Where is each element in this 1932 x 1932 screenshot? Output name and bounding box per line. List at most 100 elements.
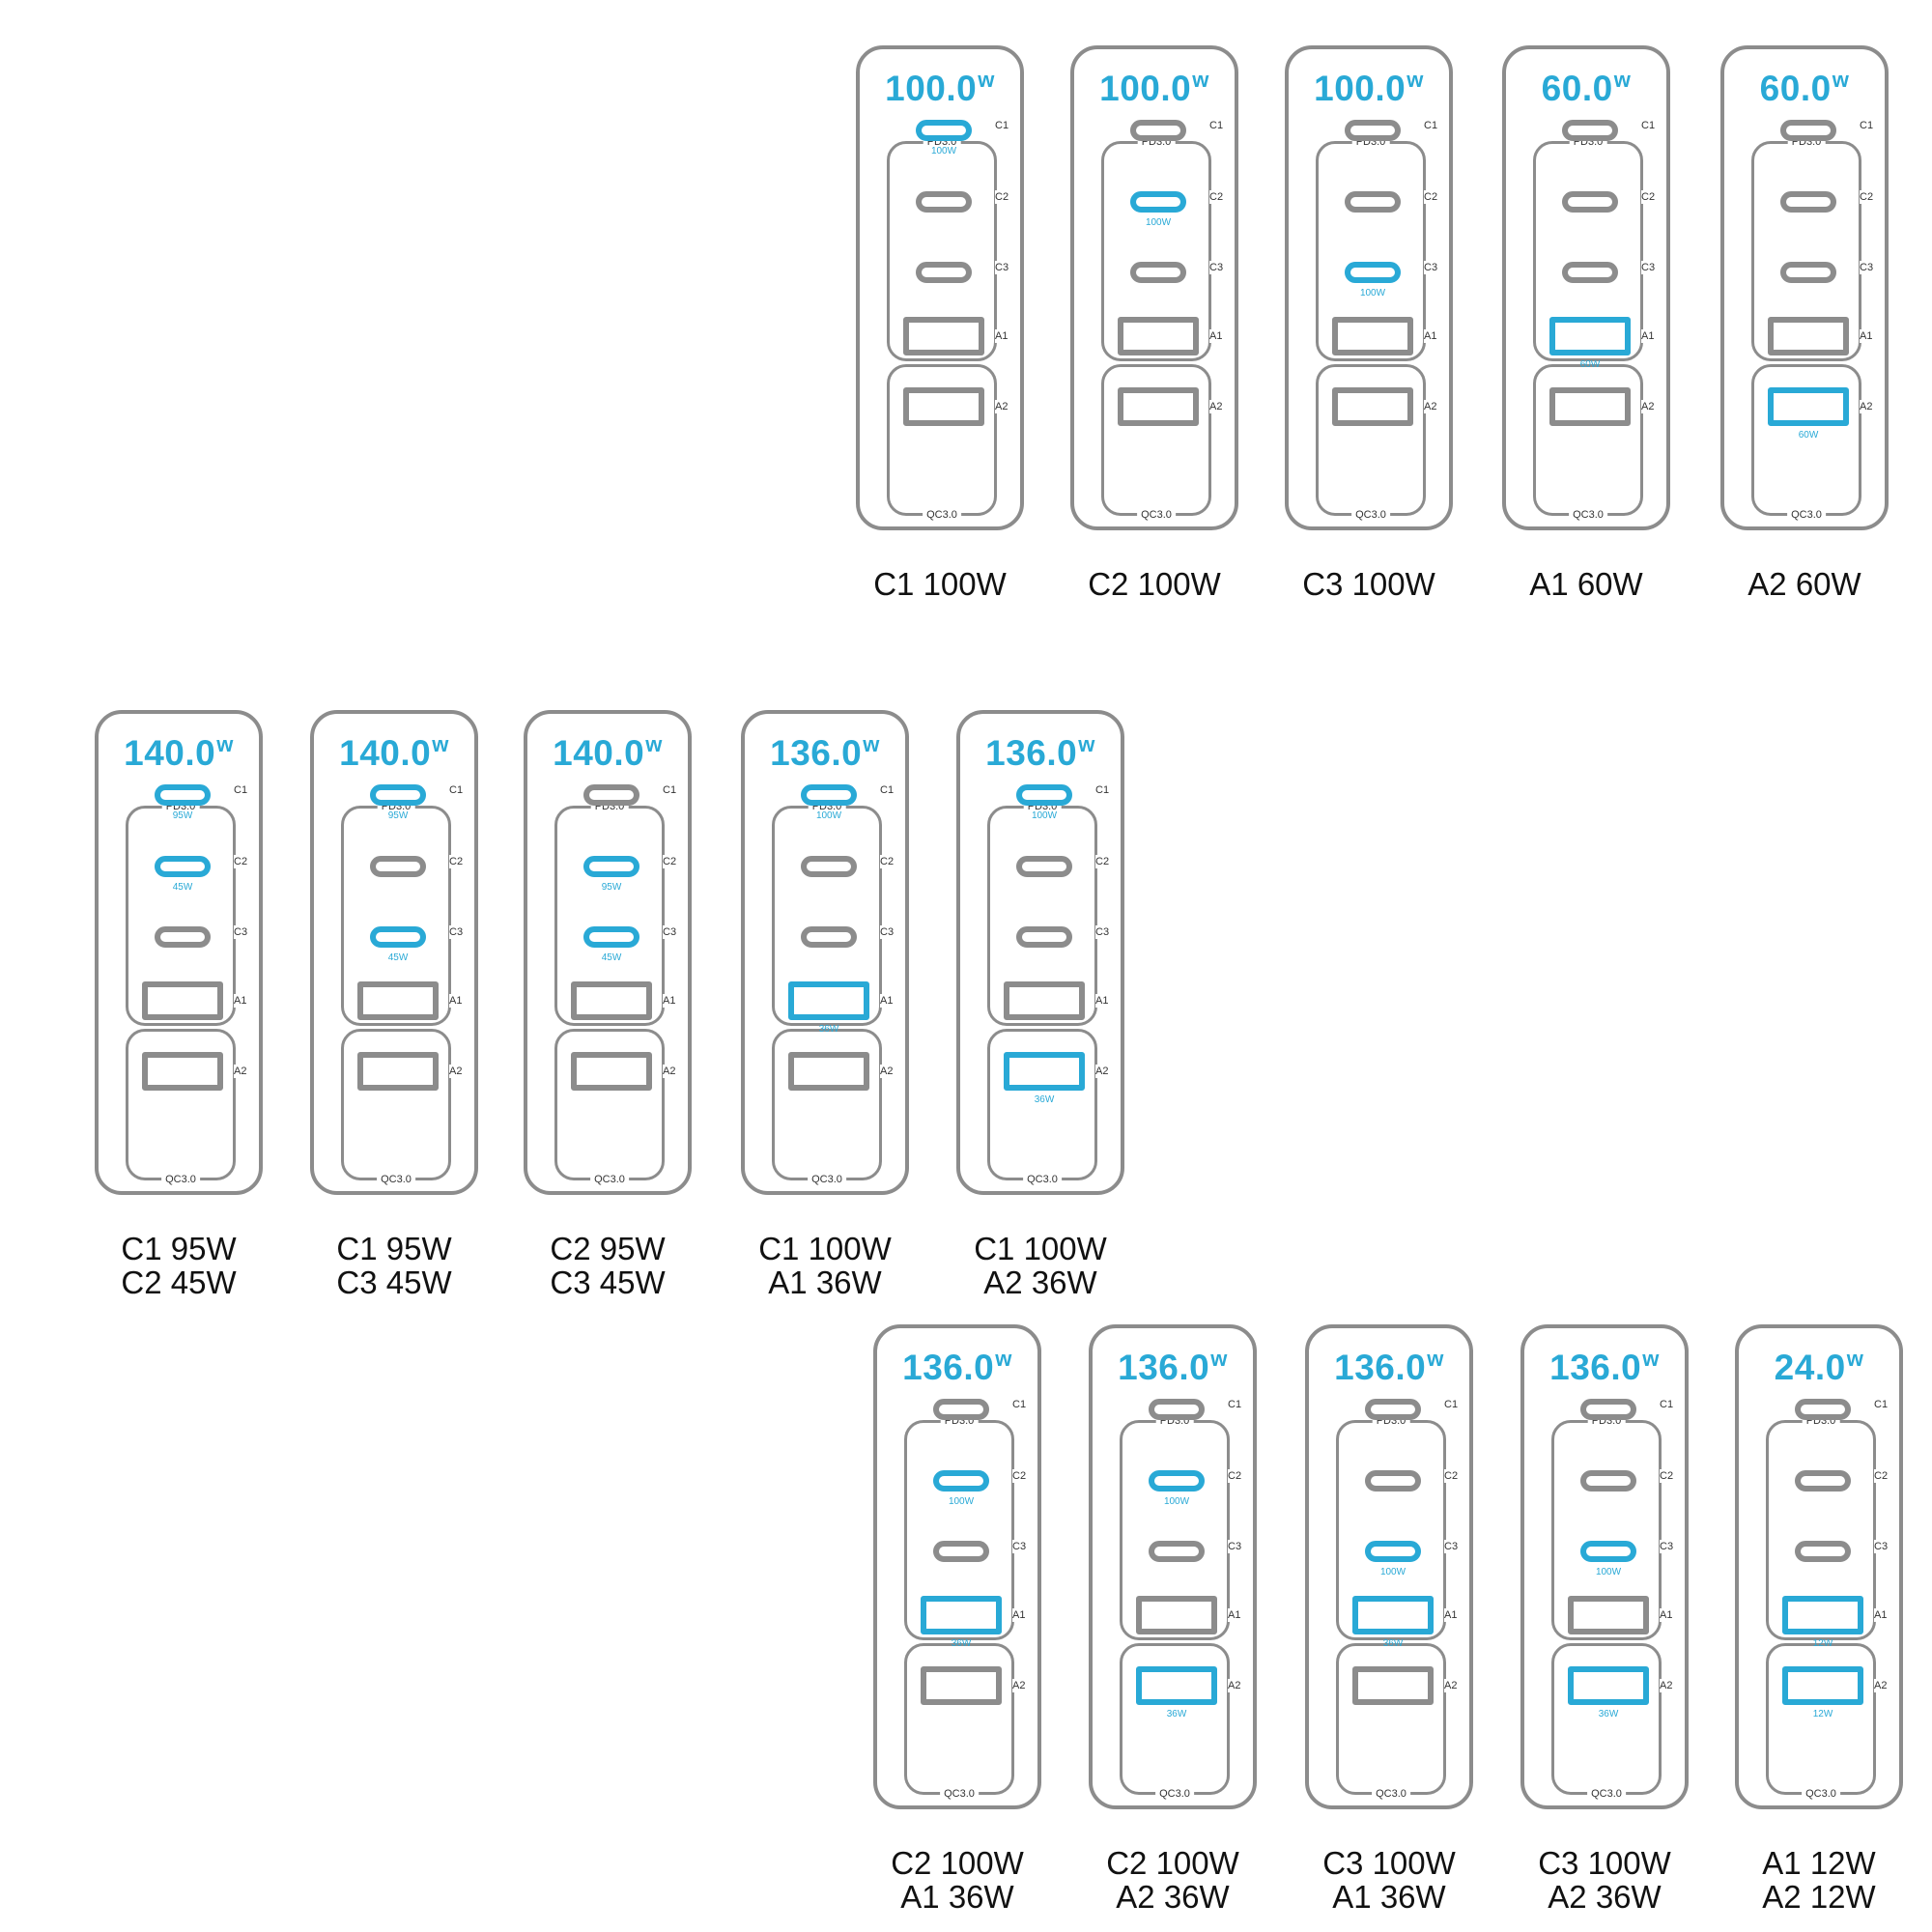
port-label-c2: C2 [1424,190,1438,204]
total-output-unit: w [1613,68,1632,92]
port-label-c3: C3 [234,925,248,939]
port-label-a1: A1 [1424,329,1437,343]
config-caption-line: A2 36W [1116,1879,1230,1915]
qc-port-group: QC3.0 [1120,1643,1230,1800]
total-output-value: 136.0 [902,1348,995,1387]
port-label-a2: A2 [995,400,1009,413]
config-caption: A1 60W [1470,567,1702,601]
usb-c-port-c1 [1345,120,1401,141]
usb-c-port-c2 [1345,191,1401,213]
config-caption: C3 100W [1253,567,1485,601]
config-caption-line: C2 100W [1106,1845,1239,1881]
total-output: 140.0w [314,734,474,772]
usb-c-port-c1 [1130,120,1186,141]
usb-c-port-c1 [1149,1399,1205,1420]
port-label-a2: A2 [1424,400,1437,413]
config-caption-line: C3 100W [1322,1845,1456,1881]
usb-c-port-c2 [916,191,972,213]
qc-group-label: QC3.0 [1802,1788,1840,1800]
qc-group-label: QC3.0 [1569,509,1607,521]
usb-a-port-a2 [571,1052,652,1091]
port-label-c1: C1 [1012,1398,1027,1411]
usb-a-port-a1 [1352,1596,1434,1634]
config-caption-line: C2 45W [121,1264,237,1300]
qc-group-label: QC3.0 [1023,1174,1062,1185]
usb-a-port-a2 [788,1052,869,1091]
usb-a-port-a1 [571,981,652,1020]
usb-a-port-a1 [142,981,223,1020]
config-caption-line: A2 60W [1747,566,1861,602]
usb-c-port-c3 [1562,262,1618,283]
port-label-c2: C2 [1641,190,1656,204]
port-label-c3: C3 [1095,925,1110,939]
config-caption-line: A1 60W [1529,566,1643,602]
total-output-value: 60.0 [1759,69,1832,108]
port-label-c1: C1 [995,119,1009,132]
total-output-value: 136.0 [1118,1348,1210,1387]
total-output-value: 60.0 [1541,69,1613,108]
port-label-c3: C3 [1228,1540,1242,1553]
usb-a-port-a2 [1549,387,1631,426]
total-output-value: 140.0 [124,733,216,773]
config-caption-line: A1 12W [1762,1845,1876,1881]
config-caption-line: A1 36W [900,1879,1014,1915]
port-label-c3: C3 [1209,261,1224,274]
port-wattage-a2: 36W [1034,1094,1055,1105]
port-label-a1: A1 [995,329,1009,343]
usb-a-port-a2 [1118,387,1199,426]
port-label-c2: C2 [1012,1469,1027,1483]
config-caption-line: C2 95W [550,1231,666,1266]
port-label-a1: A1 [1641,329,1655,343]
port-label-c1: C1 [1424,119,1438,132]
usb-c-port-c2 [933,1470,989,1492]
port-label-a2: A2 [1209,400,1223,413]
port-label-c2: C2 [1095,855,1110,868]
usb-a-port-a1 [921,1596,1002,1634]
usb-a-port-a1 [1768,317,1849,355]
port-label-c3: C3 [1660,1540,1674,1553]
qc-group-label: QC3.0 [590,1174,629,1185]
usb-a-port-a1 [1782,1596,1863,1634]
total-output-value: 136.0 [1334,1348,1427,1387]
port-wattage-c2: 100W [1145,217,1172,228]
usb-c-port-c2 [1580,1470,1636,1492]
qc-port-group: QC3.0 [1751,364,1861,521]
total-output-unit: w [863,732,880,756]
port-label-a1: A1 [1012,1608,1026,1622]
usb-c-port-c1 [1562,120,1618,141]
usb-c-port-c2 [801,856,857,877]
total-output-unit: w [1642,1347,1660,1371]
port-label-c3: C3 [663,925,677,939]
qc-group-label: QC3.0 [1372,1788,1410,1800]
pd-port-group: PD3.0 [1316,136,1426,361]
usb-c-port-c2 [1780,191,1836,213]
port-label-c3: C3 [1444,1540,1459,1553]
port-wattage-c2: 100W [1163,1496,1190,1507]
usb-c-port-c3 [155,926,211,948]
port-wattage-a2: 60W [1798,430,1819,440]
port-wattage-c1: 100W [1031,810,1058,821]
config-caption-line: A1 36W [1332,1879,1446,1915]
qc-port-group: QC3.0 [1551,1643,1662,1800]
port-label-a2: A2 [1860,400,1873,413]
usb-c-port-c3 [1345,262,1401,283]
port-label-a2: A2 [1660,1679,1673,1692]
total-output-unit: w [995,1347,1012,1371]
usb-c-port-c1 [1795,1399,1851,1420]
usb-c-port-c2 [155,856,211,877]
total-output-unit: w [1192,68,1209,92]
usb-c-port-c2 [1130,191,1186,213]
total-output-value: 140.0 [553,733,645,773]
config-caption-line: C1 100W [974,1231,1107,1266]
